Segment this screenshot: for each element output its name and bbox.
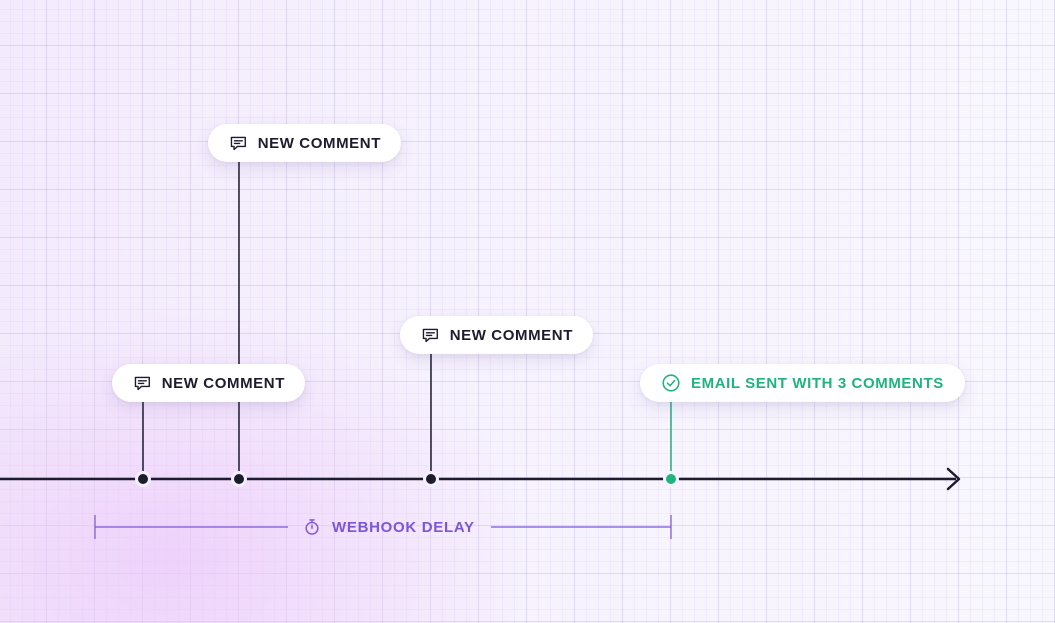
event-dot-3 <box>426 474 436 484</box>
timeline-arrowhead <box>946 467 961 491</box>
event-label: NEW COMMENT <box>161 374 285 392</box>
result-dot <box>666 474 676 484</box>
event-label: NEW COMMENT <box>257 134 381 152</box>
event-dot-1 <box>138 474 148 484</box>
event-label: NEW COMMENT <box>449 326 573 344</box>
webhook-delay: WEBHOOK DELAY <box>302 515 475 539</box>
event-dot-2 <box>234 474 244 484</box>
comment-icon <box>134 376 150 391</box>
event-pill-2: NEW COMMENT <box>208 124 401 162</box>
event-pill-1: NEW COMMENT <box>112 364 305 402</box>
event-pill-3: NEW COMMENT <box>400 316 593 354</box>
webhook-delay-label: WEBHOOK DELAY <box>332 518 475 536</box>
comment-icon <box>230 136 246 151</box>
stopwatch-icon <box>305 519 319 535</box>
check-circle-icon <box>662 374 680 392</box>
comment-icon <box>422 328 438 343</box>
email-sent-label: EMAIL SENT WITH 3 COMMENTS <box>691 374 944 392</box>
email-sent-pill: EMAIL SENT WITH 3 COMMENTS <box>640 364 965 402</box>
